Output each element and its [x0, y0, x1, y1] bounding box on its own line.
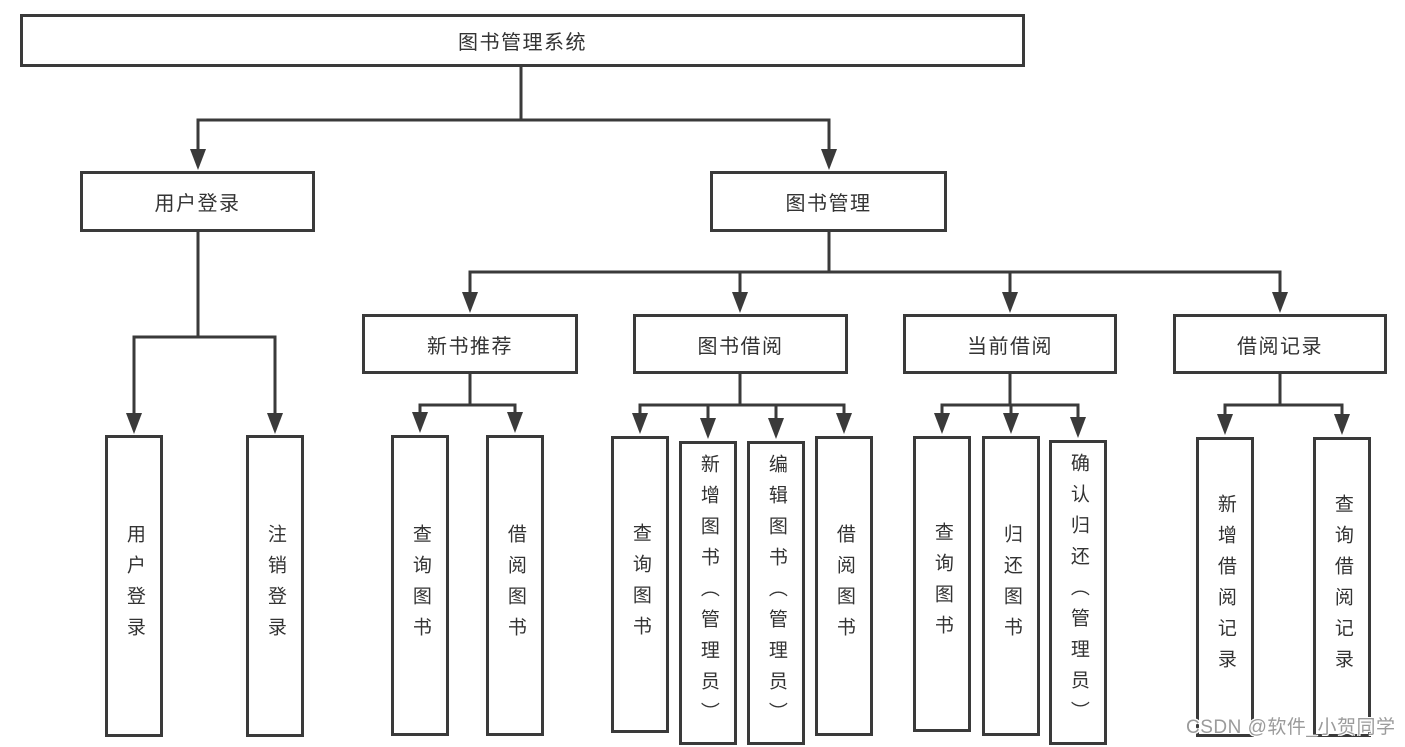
node-label: 图书管理	[785, 193, 872, 215]
leaf-query-books-borrow: 查询图书	[611, 436, 669, 733]
node-label: 当前借阅	[967, 335, 1053, 358]
leaf-query-books-new: 查询图书	[391, 435, 449, 736]
node-new-book-recommend: 新书推荐	[362, 314, 578, 374]
leaf-label: 借阅图书	[504, 523, 526, 648]
leaf-label: 编辑图书（管理员）	[765, 453, 787, 733]
leaf-query-borrow-record: 查询借阅记录	[1313, 437, 1371, 737]
leaf-label: 新增图书（管理员）	[697, 453, 719, 733]
leaf-label: 确认归还（管理员）	[1067, 453, 1089, 732]
leaf-user-login: 用户登录	[105, 435, 163, 737]
leaf-label: 借阅图书	[833, 524, 855, 648]
leaf-add-book-admin: 新增图书（管理员）	[679, 441, 737, 745]
node-current-borrowing: 当前借阅	[903, 314, 1117, 374]
leaf-label: 用户登录	[123, 524, 145, 648]
node-book-management: 图书管理	[710, 171, 947, 232]
leaf-add-borrow-record: 新增借阅记录	[1196, 437, 1254, 737]
leaf-label: 注销登录	[264, 524, 286, 648]
node-label: 图书借阅	[697, 335, 784, 358]
arrowheads	[126, 149, 1350, 439]
leaf-label: 查询图书	[409, 523, 431, 648]
node-label: 借阅记录	[1237, 335, 1323, 358]
leaf-edit-book-admin: 编辑图书（管理员）	[747, 441, 805, 745]
node-user-login: 用户登录	[80, 171, 315, 232]
leaf-label: 新增借阅记录	[1214, 494, 1236, 680]
leaf-query-books-current: 查询图书	[913, 436, 971, 732]
leaf-borrow-books: 借阅图书	[815, 436, 873, 736]
leaf-confirm-return-admin: 确认归还（管理员）	[1049, 440, 1107, 745]
node-book-borrowing: 图书借阅	[633, 314, 848, 374]
node-label: 图书管理系统	[458, 32, 587, 54]
csdn-watermark: CSDN @软件_小贺同学	[1186, 717, 1396, 738]
leaf-label: 查询图书	[931, 522, 953, 646]
leaf-return-books: 归还图书	[982, 436, 1040, 736]
leaf-label: 查询借阅记录	[1331, 494, 1353, 680]
leaf-label: 归还图书	[1000, 524, 1022, 648]
node-book-management-system: 图书管理系统	[20, 14, 1025, 67]
leaf-borrow-books-new: 借阅图书	[486, 435, 544, 736]
node-label: 新书推荐	[427, 335, 513, 358]
node-label: 用户登录	[154, 193, 241, 215]
leaf-label: 查询图书	[629, 522, 651, 647]
leaf-logout: 注销登录	[246, 435, 304, 737]
node-borrowing-records: 借阅记录	[1173, 314, 1387, 374]
